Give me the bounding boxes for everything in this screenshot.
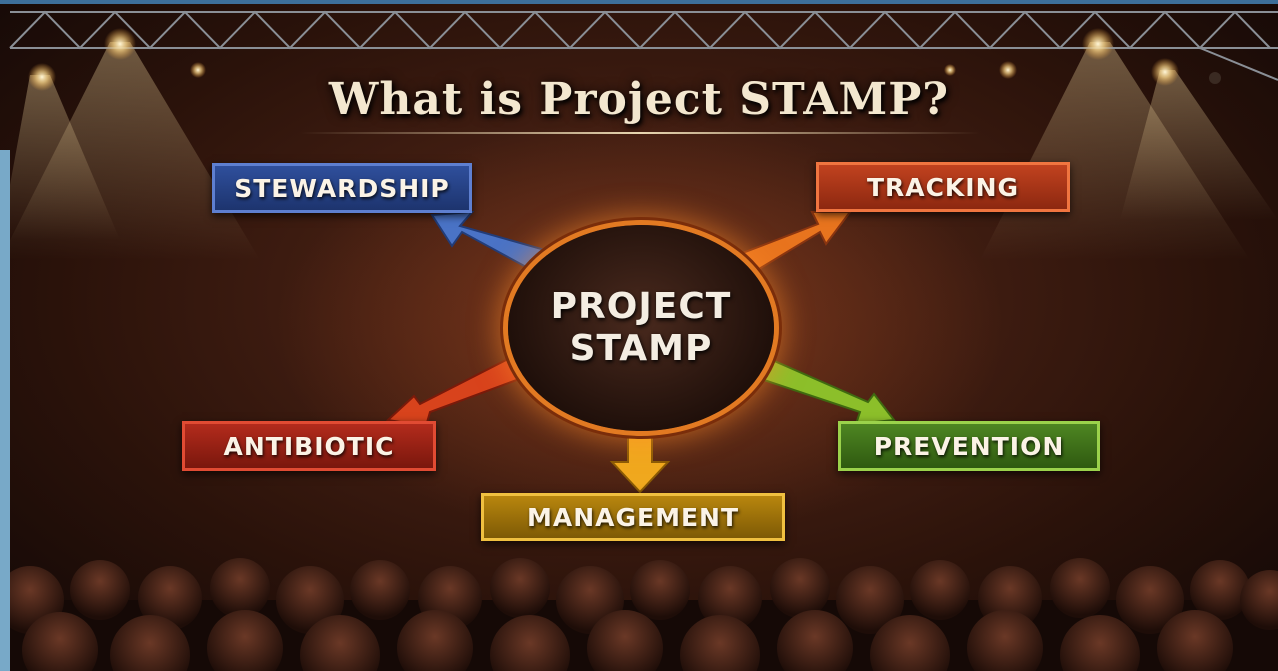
frame-left-edge [0,150,10,671]
node-antibiotic: ANTIBIOTIC [182,421,436,471]
node-antibiotic-label: ANTIBIOTIC [223,431,395,461]
spotlights [28,28,1221,91]
audience-crowd [0,558,1278,671]
hub-project-stamp: PROJECT STAMP [508,225,774,431]
node-stewardship-label: STEWARDSHIP [234,173,450,203]
arrow-prevention [762,358,896,426]
node-management: MANAGEMENT [481,493,785,541]
frame-top-edge [0,0,1278,4]
hub-line-1: PROJECT [550,286,732,327]
slide-title: What is Project STAMP? [328,74,950,125]
arrow-stewardship [430,210,547,270]
node-prevention-label: PREVENTION [873,431,1065,461]
node-stewardship: STEWARDSHIP [212,163,472,213]
node-management-label: MANAGEMENT [526,502,740,532]
light-beams [0,42,1278,260]
hub-line-2: STAMP [569,328,713,369]
diagram-arrows [385,210,896,494]
node-tracking: TRACKING [816,162,1070,212]
arrow-management [609,431,671,494]
arrow-tracking [738,211,852,274]
arrow-antibiotic [385,356,524,428]
node-tracking-label: TRACKING [866,172,1020,202]
stage-truss [9,10,1278,81]
node-prevention: PREVENTION [838,421,1100,471]
title-underline [300,132,980,134]
